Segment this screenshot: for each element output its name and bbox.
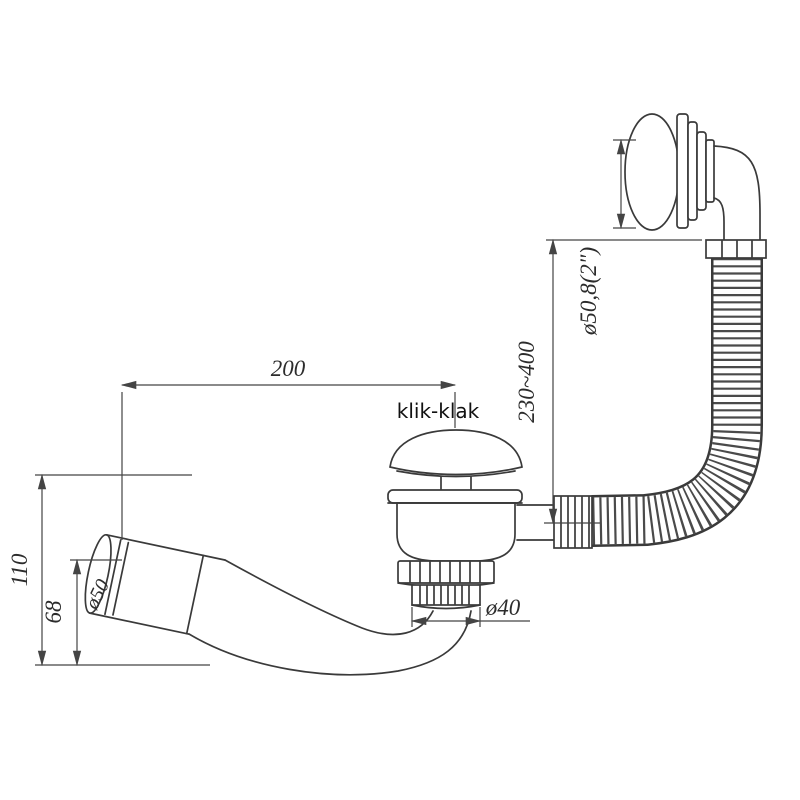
dimension-200-label: 200 — [271, 356, 306, 381]
drain-flange — [387, 489, 523, 504]
dimensions — [35, 138, 702, 667]
dimension-50-8 — [613, 138, 636, 230]
dimension-68-label: 68 — [41, 600, 66, 624]
dimension-230-400 — [544, 238, 702, 525]
dimension-110-label: 110 — [7, 553, 32, 586]
dimension-110 — [35, 473, 210, 667]
overflow-hose — [591, 258, 763, 547]
drawing-geometry — [84, 113, 767, 676]
dimension-230-400-label: 230~400 — [514, 341, 539, 423]
dimension-40-label: ø40 — [485, 595, 521, 620]
tee-nut — [516, 495, 593, 549]
outlet-socket — [84, 533, 226, 635]
valve-name-label: klik-klak — [397, 399, 480, 423]
dimension-200 — [120, 380, 457, 540]
valve-cap — [389, 429, 523, 476]
drain-body — [396, 502, 516, 562]
labels: 200 klik-klak 230~400 ø50,8(2") 110 68 ø… — [7, 247, 601, 624]
overflow-cap — [624, 113, 715, 231]
outlet-pipe — [188, 559, 472, 676]
dimension-68 — [70, 558, 122, 667]
dimension-40 — [410, 607, 530, 627]
klik-klak-valve — [387, 429, 523, 610]
lock-nut — [397, 560, 495, 588]
dimension-50-8-label: ø50,8(2") — [576, 247, 601, 336]
overflow-elbow — [705, 145, 767, 259]
tailpiece-thread — [411, 584, 481, 610]
